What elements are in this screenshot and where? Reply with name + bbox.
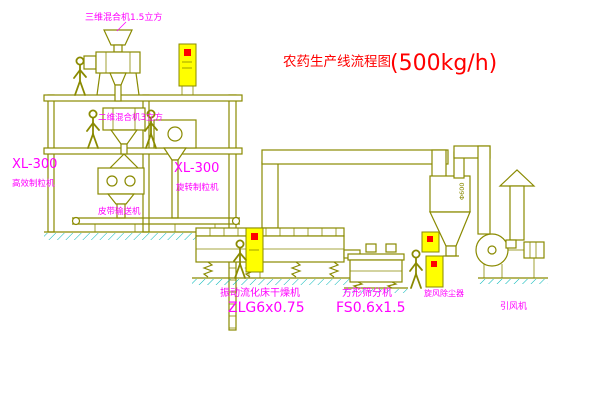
fan-base-hatch	[478, 279, 548, 284]
ground-hatch	[44, 233, 246, 240]
cyclone-size-label: Φ600	[458, 182, 466, 200]
granulator-right-model-label: XL-300	[174, 161, 219, 176]
cyclone-separator: Φ600	[429, 145, 491, 257]
sifter-base-hatch	[344, 289, 408, 293]
cyclone-name-label: 旋风除尘器	[424, 288, 464, 298]
granulator-left	[97, 167, 145, 219]
worker-figure	[409, 249, 423, 289]
exhaust-duct	[261, 149, 449, 229]
belt-conveyor	[71, 216, 241, 232]
granulator-right	[153, 119, 197, 219]
belt-conveyor-label: 皮带输送机	[98, 206, 141, 217]
granulator-right-name-label: 旋转制粒机	[176, 182, 219, 193]
fluid-bed-dryer	[192, 227, 361, 285]
dryer-name-label: 振动流化床干燥机	[220, 286, 300, 299]
diagram-title: 农药生产线流程图	[283, 54, 391, 70]
diagram-capacity: (500kg/h)	[390, 51, 497, 76]
sifter-model-label: FS0.6x1.5	[336, 300, 406, 316]
top-mixer-label: 三维混合机1.5立方	[85, 11, 162, 23]
top-mixer	[83, 29, 141, 102]
induced-draft-fan	[475, 169, 548, 284]
building-structure	[43, 94, 246, 331]
sifter-name-label: 方形筛分机	[342, 286, 392, 299]
granulator-left-name-label: 高效制粒机	[12, 178, 55, 189]
square-sifter	[344, 243, 408, 293]
top-mixer-leader	[116, 21, 127, 32]
granulator-left-model-label: XL-300	[12, 157, 57, 172]
dryer-model-label: ZLG6x0.75	[228, 300, 305, 316]
fan-name-label: 引风机	[500, 300, 527, 312]
floor2-mixer-label: 二维混合机3立方	[98, 112, 163, 123]
floor2-mixer	[102, 107, 146, 169]
control-cabinet-top	[178, 43, 197, 95]
dryer-base-hatch	[192, 279, 350, 285]
control-cabinet-cyclone-lower	[425, 255, 444, 288]
control-cabinet-ground	[245, 227, 264, 278]
control-cabinet-cyclone-upper	[421, 231, 440, 253]
